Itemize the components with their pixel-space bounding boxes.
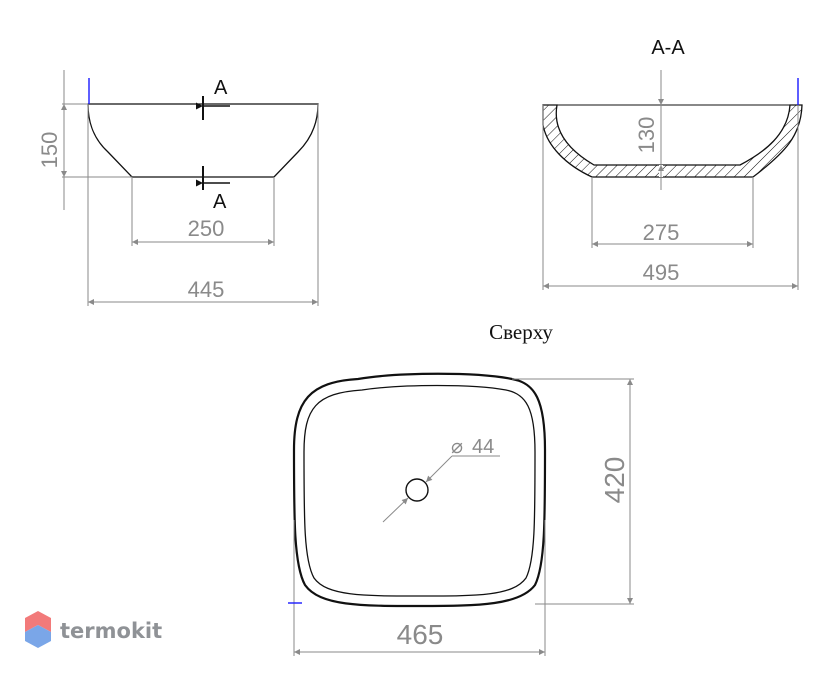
side-height-dim-label: 150 — [37, 132, 62, 169]
side-top-dim-label: 445 — [188, 277, 225, 302]
logo-cube-top-icon — [25, 611, 51, 632]
side-view: A A 150 250 445 — [37, 70, 319, 306]
top-width-dim-label: 465 — [397, 619, 444, 650]
top-view: Сверху ⌀ 44 420 465 — [288, 320, 634, 656]
top-view-outer-outline — [292, 372, 547, 608]
drain-diameter-symbol: ⌀ — [451, 436, 463, 458]
top-depth-dim-label: 420 — [599, 457, 630, 504]
section-wall-hatch — [542, 104, 803, 178]
section-mark-label-top: A — [214, 77, 228, 99]
section-view: A-A 130 275 495 — [542, 37, 803, 290]
section-depth-dim-label: 130 — [634, 117, 659, 154]
section-top-dim-label: 495 — [643, 260, 680, 285]
top-view-inner-outline — [303, 384, 536, 597]
section-bottom-dim-label: 275 — [643, 220, 680, 245]
drain-diameter-label: 44 — [472, 436, 494, 458]
watermark-text: termokit — [60, 619, 162, 643]
section-view-title: A-A — [651, 37, 685, 59]
top-view-title: Сверху — [489, 320, 553, 344]
side-bottom-dim-label: 250 — [188, 216, 225, 241]
logo-cube-bottom-icon — [25, 625, 51, 648]
drain-hole-icon — [405, 478, 429, 502]
watermark-logo: termokit — [25, 611, 162, 648]
section-mark-label-bottom: A — [213, 191, 227, 213]
